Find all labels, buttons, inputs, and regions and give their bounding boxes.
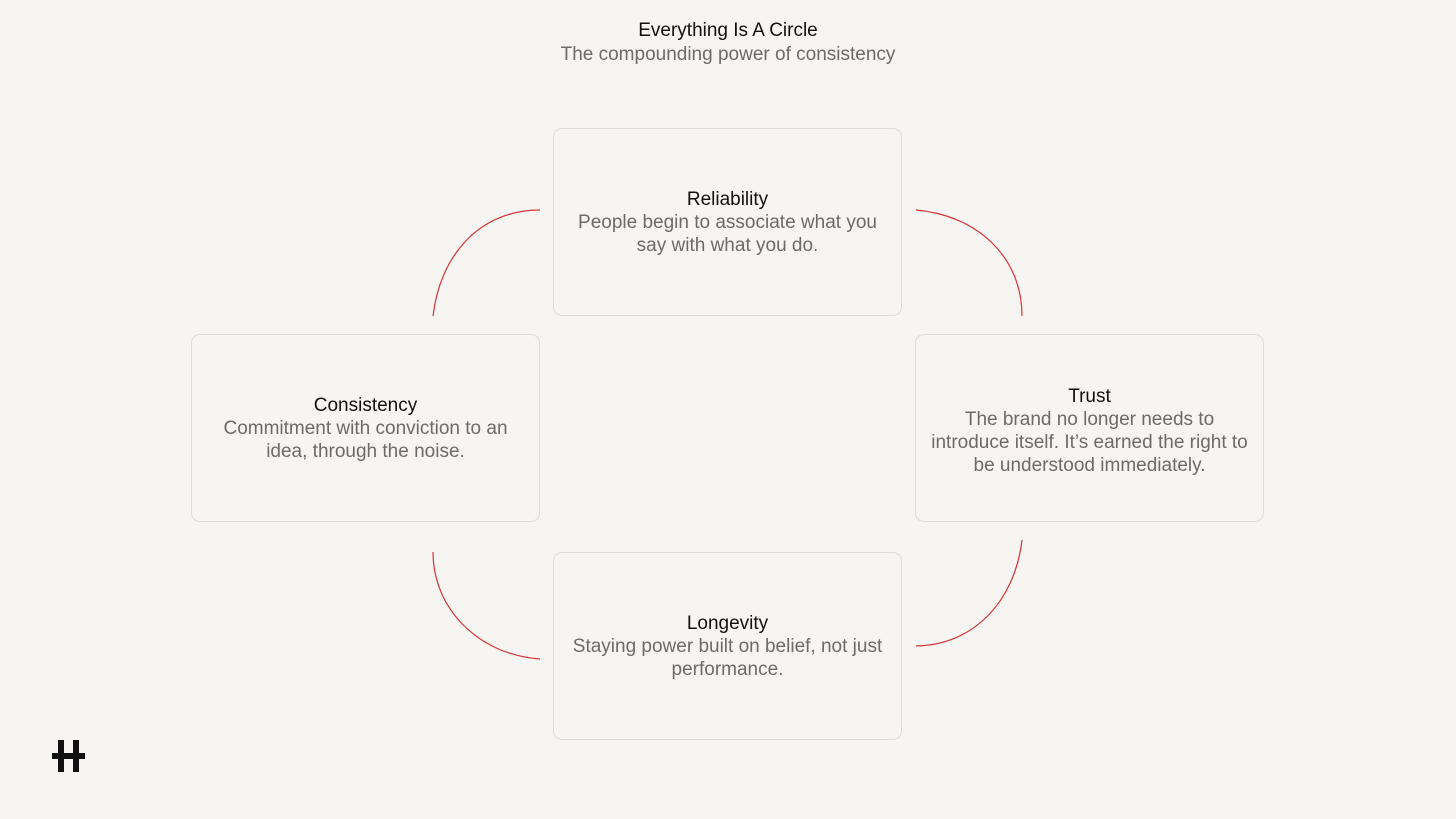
node-reliability: Reliability People begin to associate wh… bbox=[553, 128, 902, 316]
node-description: The brand no longer needs to introduce i… bbox=[931, 409, 1248, 476]
node-description: People begin to associate what you say w… bbox=[578, 211, 877, 256]
node-title: Consistency bbox=[313, 394, 418, 416]
node-consistency: Consistency Commitment with conviction t… bbox=[191, 334, 540, 522]
connector-consistency-to-reliability bbox=[432, 209, 541, 317]
node-description: Staying power built on belief, not just … bbox=[572, 635, 883, 680]
diagram-header: Everything Is A Circle The compounding p… bbox=[0, 19, 1456, 67]
connector-trust-to-longevity bbox=[915, 539, 1023, 647]
node-description: Commitment with conviction to an idea, t… bbox=[223, 417, 508, 462]
brand-mark-icon bbox=[52, 740, 85, 772]
node-title: Trust bbox=[1068, 386, 1111, 407]
connector-reliability-to-trust bbox=[915, 209, 1023, 317]
diagram-title: Everything Is A Circle bbox=[638, 20, 818, 41]
node-trust: Trust The brand no longer needs to intro… bbox=[915, 334, 1264, 522]
connector-longevity-to-consistency bbox=[432, 551, 541, 660]
diagram-subtitle: The compounding power of consistency bbox=[560, 44, 896, 65]
node-title: Longevity bbox=[686, 612, 769, 634]
node-title: Reliability bbox=[686, 188, 769, 210]
node-longevity: Longevity Staying power built on belief,… bbox=[553, 552, 902, 740]
